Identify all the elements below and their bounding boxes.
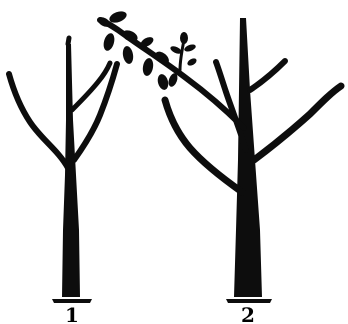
sapling-2 xyxy=(100,18,341,303)
sapling-2-lower-right-branch xyxy=(254,86,341,160)
leaf xyxy=(180,32,188,44)
sapling-2-twig xyxy=(180,40,184,70)
sapling-1 xyxy=(9,38,117,303)
label-sapling-1: 1 xyxy=(65,303,79,324)
sapling-1-right-lower-branch xyxy=(74,64,117,160)
leaf xyxy=(186,57,198,67)
leaf xyxy=(122,45,135,64)
sapling-2-upper-right-branch xyxy=(250,61,285,90)
sapling-1-left-branch xyxy=(9,74,68,168)
leaf xyxy=(156,73,170,91)
label-sapling-2: 2 xyxy=(241,303,255,324)
leaf xyxy=(183,43,196,53)
sapling-1-trunk xyxy=(62,44,80,297)
sapling-1-leader-tip xyxy=(68,38,69,44)
leaf xyxy=(102,32,116,52)
leaf xyxy=(142,57,155,76)
